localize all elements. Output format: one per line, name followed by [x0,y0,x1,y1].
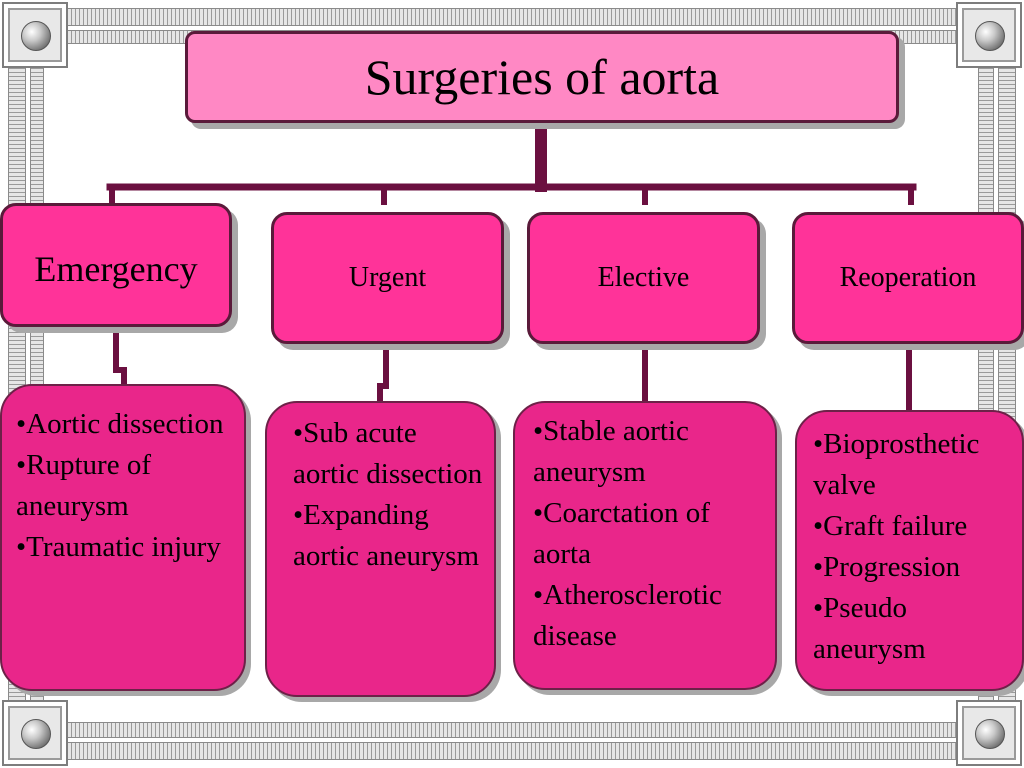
category-label: Elective [597,262,690,293]
frame-top-strip [66,8,958,26]
detail-emergency: Aortic dissection Rupture of aneurysm Tr… [0,384,246,691]
list-item: Rupture of aneurysm [16,445,234,527]
detail-list: Stable aortic aneurysm Coarctation of ao… [533,411,767,657]
corner-knob-icon [975,719,1005,749]
frame-corner-bottom-left [2,700,68,766]
corner-knob-icon [21,719,51,749]
category-urgent: Urgent [271,212,504,344]
frame-corner-top-right [956,2,1022,68]
list-item: Atherosclerotic disease [533,575,767,657]
detail-elective: Stable aortic aneurysm Coarctation of ao… [513,401,777,690]
frame-corner-bottom-right [956,700,1022,766]
link-urgent-detail [377,341,389,404]
frame-bottom-inner-strip [66,722,958,738]
detail-list: Aortic dissection Rupture of aneurysm Tr… [16,404,234,568]
category-reoperation: Reoperation [792,212,1024,344]
category-label: Urgent [348,262,427,293]
list-item: Progression [813,547,1018,588]
category-label: Emergency [34,249,198,289]
category-elective: Elective [527,212,760,344]
corner-knob-icon [975,21,1005,51]
detail-urgent: Sub acute aortic dissection Expanding ao… [265,401,496,697]
list-item: Expanding aortic aneurysm [293,495,486,577]
list-item: Sub acute aortic dissection [293,413,486,495]
list-item: Graft failure [813,506,1018,547]
list-item: Bioprosthetic valve [813,424,1018,506]
diagram-title-text: Surgeries of aorta [364,49,720,105]
link-emergency-detail [113,324,127,387]
list-item: Pseudo aneurysm [813,588,1018,670]
list-item: Traumatic injury [16,527,234,568]
list-item: Coarctation of aorta [533,493,767,575]
frame-corner-top-left [2,2,68,68]
detail-list: Bioprosthetic valve Graft failure Progre… [813,424,1018,670]
category-label: Reoperation [839,262,977,293]
diagram-title: Surgeries of aorta [185,31,899,123]
corner-knob-icon [21,21,51,51]
list-item: Stable aortic aneurysm [533,411,767,493]
detail-list: Sub acute aortic dissection Expanding ao… [293,413,486,577]
list-item: Aortic dissection [16,404,234,445]
detail-reoperation: Bioprosthetic valve Graft failure Progre… [795,410,1024,691]
frame-bottom-strip [66,742,958,760]
category-emergency: Emergency [0,203,232,327]
